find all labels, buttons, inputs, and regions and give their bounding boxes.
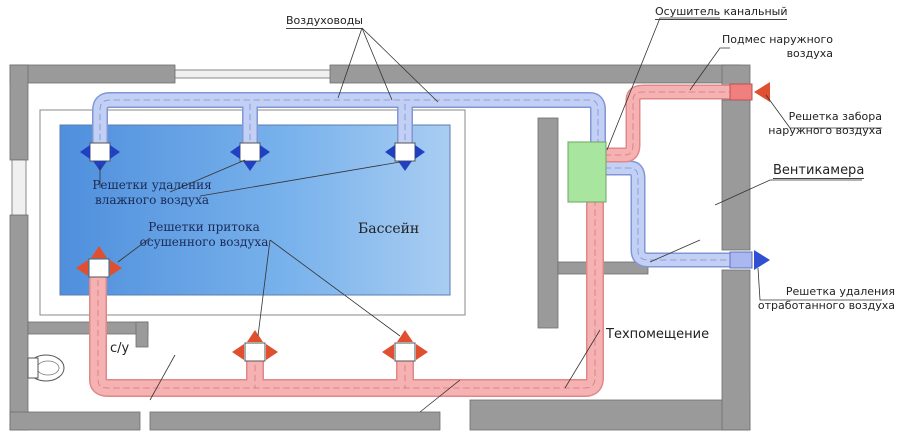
supply-grille-3-icon (382, 330, 428, 362)
label-humid-extract: Решетки удаления влажного воздуха (92, 178, 212, 207)
label-intake-grille: Решетка забора наружного воздуха (768, 110, 882, 137)
extract-grille-2-icon (230, 142, 270, 171)
label-exhaust-grille: Решетка удаления отработанного воздуха (757, 285, 895, 312)
label-fresh-air-mix: Подмес наружного воздуха (722, 33, 833, 60)
label-dehumidifier: Осушитель канальный (655, 5, 788, 20)
exhaust-duct-end (729, 251, 753, 269)
leader-lines (99, 17, 882, 413)
exhaust-duct (597, 160, 748, 268)
label-ventroom: Вентикамера (773, 163, 865, 179)
dehumidifier-unit (567, 141, 607, 203)
intake-grille-icon (754, 82, 770, 102)
label-techroom: Техпомещение (606, 327, 710, 342)
intake-duct-end (729, 83, 753, 101)
building-walls (9, 64, 751, 431)
label-dry-supply: Решетки притока осушенного воздуха (139, 220, 269, 249)
label-pool: Бассейн (358, 221, 420, 237)
extract-ducts (92, 92, 606, 158)
fresh-air-duct (597, 84, 753, 163)
supply-grille-2-icon (232, 330, 278, 362)
toilet-fixture (27, 354, 65, 382)
extract-grille-1-icon (80, 142, 120, 171)
extract-grille-3-icon (385, 142, 425, 171)
label-ducts: Воздуховоды (286, 14, 363, 29)
exhaust-grille-icon (754, 250, 770, 270)
supply-grille-1-icon (76, 246, 122, 278)
label-wc: с/у (110, 341, 130, 356)
